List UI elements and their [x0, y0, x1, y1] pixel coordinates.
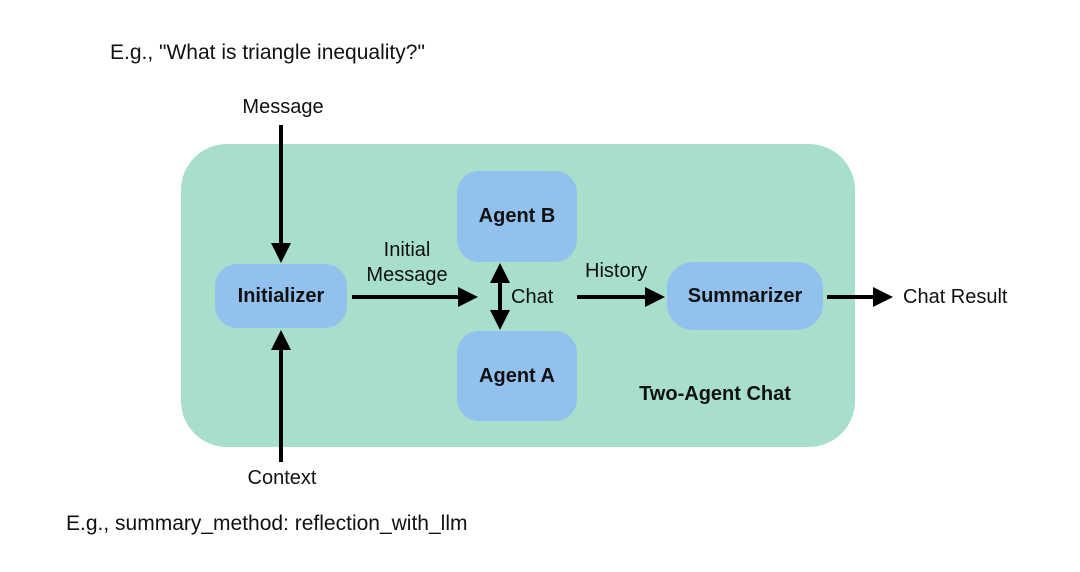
container-label: Two-Agent Chat: [639, 383, 791, 405]
chat-label: Chat: [511, 286, 554, 308]
agent-a-node: Agent A: [457, 331, 577, 421]
initial-message-label: Initial Message: [366, 239, 448, 286]
message-label: Message: [242, 96, 324, 118]
history-label: History: [585, 260, 648, 282]
agent-b-node: Agent B: [457, 171, 577, 262]
initializer-node: Initializer: [215, 264, 347, 328]
chat-result-label: Chat Result: [903, 286, 1008, 308]
example-config-text: E.g., summary_method: reflection_with_ll…: [66, 512, 468, 535]
example-input-text: E.g., "What is triangle inequality?": [110, 41, 425, 64]
summarizer-node: Summarizer: [667, 262, 823, 330]
context-label: Context: [247, 467, 317, 489]
